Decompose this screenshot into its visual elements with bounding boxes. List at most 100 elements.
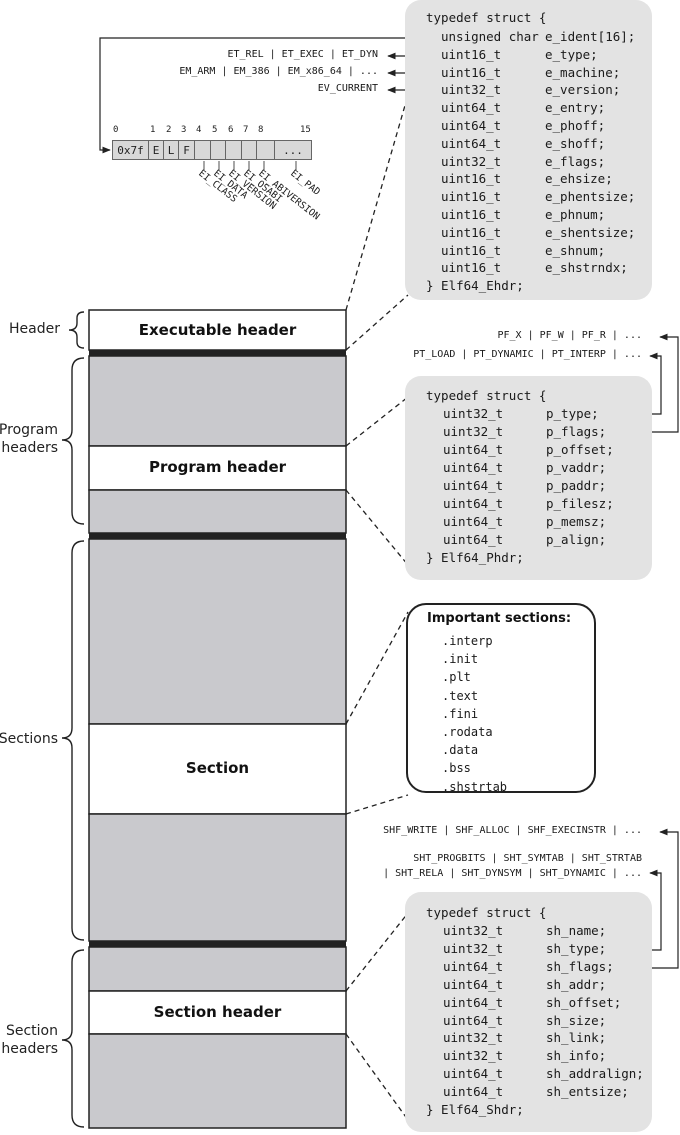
block-divider-2 <box>89 533 346 539</box>
block-program-headers-bottom <box>88 489 347 534</box>
phdr-field-name: p_memsz; <box>546 514 607 529</box>
ident-cell-l: L <box>164 140 179 160</box>
ehdr-field-type: uint64_t <box>441 135 502 151</box>
brace-sections <box>61 540 85 941</box>
ident-index-15: 15 <box>300 125 311 135</box>
shdr-field-type: uint64_t <box>443 958 504 974</box>
shdr-field-name: sh_size; <box>546 1012 607 1028</box>
dash-phdr-bottom <box>345 489 409 566</box>
ehdr-field-type: uint64_t <box>441 118 502 133</box>
phdr-open: typedef struct { <box>426 388 547 403</box>
dash-section-top <box>345 611 409 725</box>
label-executable-header: Executable header <box>138 321 297 339</box>
phdr-field-name: p_type; <box>546 406 599 421</box>
ehdr-field-name: e_phentsize; <box>545 189 636 205</box>
ehdr-field-name: e_flags; <box>545 153 606 169</box>
block-divider-3 <box>89 941 346 947</box>
ident-cell-f: F <box>179 140 195 160</box>
ident-index-6: 6 <box>228 125 234 135</box>
ehdr-field-type: uint16_t <box>441 171 502 187</box>
shdr-field-name: sh_addralign; <box>546 1066 644 1082</box>
shdr-field-type: uint64_t <box>443 1084 504 1100</box>
shdr-field-name: sh_name; <box>546 923 607 938</box>
shdr-field-name: sh_entsize; <box>546 1084 629 1100</box>
dash-section-bottom <box>345 794 409 815</box>
block-section-header <box>88 990 347 1035</box>
ehdr-field-name: e_shentsize; <box>545 224 636 240</box>
note-e-version-values: EV_CURRENT <box>317 83 378 94</box>
important-section-item: .init <box>442 652 479 667</box>
arrow-e-ident <box>99 37 433 154</box>
shdr-field-type: uint64_t <box>443 1066 504 1082</box>
ehdr-field-name: e_phnum; <box>545 207 606 222</box>
label-section-headers-line2: headers <box>1 1041 58 1057</box>
phdr-close: } Elf64_Phdr; <box>426 550 524 565</box>
ident-cell-pad: ... <box>275 140 312 160</box>
block-program-header <box>88 445 347 491</box>
note-sh-flags-values: SHF_WRITE | SHF_ALLOC | SHF_EXECINSTR | … <box>383 825 642 836</box>
ident-index-3: 3 <box>181 125 187 135</box>
important-section-item: .bss <box>442 761 471 776</box>
phdr-field-type: uint64_t <box>443 442 504 457</box>
note-sh-type-values-line2: | SHT_RELA | SHT_DYNSYM | SHT_DYNAMIC | … <box>383 868 642 879</box>
label-program-headers-line1: Program <box>0 422 58 438</box>
shdr-field-type: uint32_t <box>443 940 504 956</box>
label-header: Header <box>9 321 60 337</box>
note-sh-type-values-line1: SHT_PROGBITS | SHT_SYMTAB | SHT_STRTAB <box>413 853 642 864</box>
shdr-field-row: uint64_t sh_addralign; <box>443 1065 663 1083</box>
ehdr-field-name: e_machine; <box>545 64 621 80</box>
phdr-field-name: p_align; <box>546 532 607 547</box>
ehdr-struct-box <box>405 0 652 300</box>
phdr-field-type: uint64_t <box>443 532 504 547</box>
shdr-field-name: sh_link; <box>546 1030 607 1046</box>
ident-cell-data <box>211 140 226 160</box>
shdr-field-type: uint64_t <box>443 994 504 1010</box>
important-section-item: .text <box>442 688 479 703</box>
ident-cell-osabi <box>242 140 257 160</box>
shdr-field-row: uint64_t sh_entsize; <box>443 1083 663 1101</box>
brace-program-headers <box>61 357 85 525</box>
note-p-type-values: PT_LOAD | PT_DYNAMIC | PT_INTERP | ... <box>413 349 642 360</box>
block-sections-top <box>88 538 347 725</box>
phdr-field-name: p_flags; <box>546 424 607 439</box>
ident-cell-class <box>195 140 211 160</box>
important-section-item: .fini <box>442 706 479 721</box>
ehdr-field-name: e_version; <box>545 82 621 98</box>
important-section-item: .plt <box>442 670 471 685</box>
phdr-field-name: p_paddr; <box>546 478 607 493</box>
ident-index-7: 7 <box>243 125 249 135</box>
label-program-headers-line2: headers <box>1 440 58 456</box>
phdr-field-row: uint64_t p_align; <box>443 531 663 549</box>
important-section-item: .data <box>442 743 479 758</box>
label-section-headers-line1: Section <box>5 1023 58 1039</box>
phdr-field-type: uint64_t <box>443 514 504 529</box>
ehdr-field-name: e_phoff; <box>545 118 606 133</box>
ehdr-field-row: uint64_t e_phoff; <box>441 117 661 135</box>
phdr-field-type: uint32_t <box>443 406 504 421</box>
shdr-open: typedef struct { <box>426 905 547 920</box>
ehdr-open: typedef struct { <box>426 10 547 25</box>
ehdr-field-name: e_shoff; <box>545 135 606 151</box>
phdr-struct-box <box>405 376 652 580</box>
shdr-field-name: sh_info; <box>546 1048 607 1064</box>
block-executable-header <box>88 309 347 351</box>
shdr-field-type: uint64_t <box>443 976 504 992</box>
